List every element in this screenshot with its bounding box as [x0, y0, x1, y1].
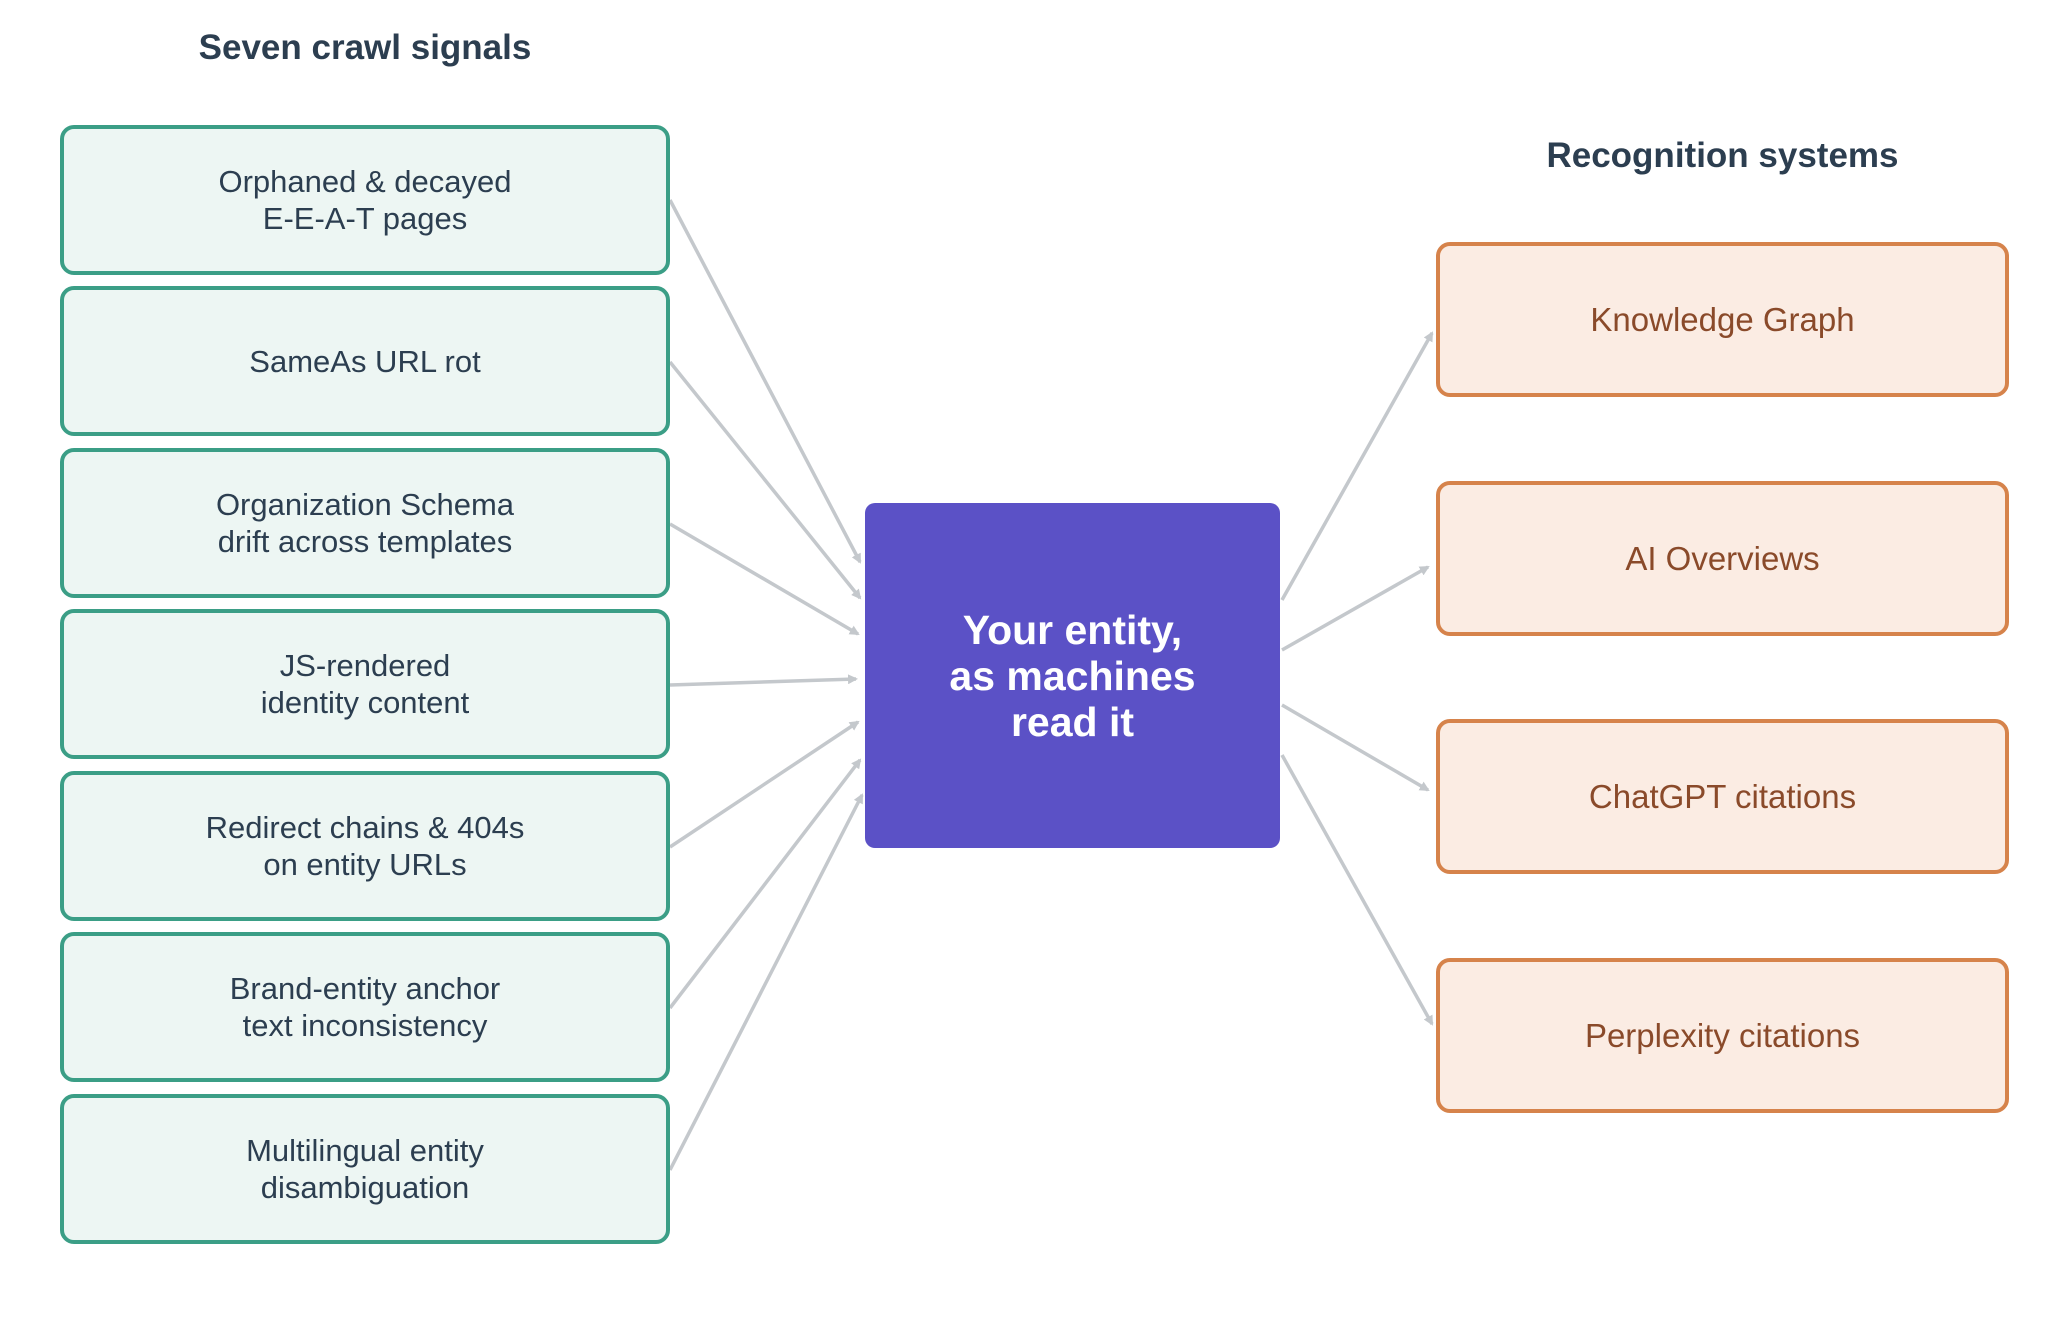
arrow-signal-7-to-entity — [668, 793, 864, 1171]
systems-heading: Recognition systems — [1546, 136, 1899, 175]
system-label: AI Overviews — [1625, 539, 1820, 577]
system-label: Knowledge Graph — [1590, 300, 1855, 338]
signal-box-anchor-text: Brand-entity anchor text inconsistency — [60, 932, 670, 1082]
signal-box-multilingual: Multilingual entity disambiguation — [60, 1094, 670, 1244]
arrow-entity-to-system-3 — [1281, 703, 1430, 792]
entity-center-box: Your entity, as machines read it — [865, 503, 1280, 848]
signal-box-schema-drift: Organization Schema drift across templat… — [60, 448, 670, 598]
signal-label: Brand-entity anchor text inconsistency — [229, 971, 501, 1043]
signal-label: Organization Schema drift across templat… — [215, 487, 515, 559]
system-box-chatgpt-citations: ChatGPT citations — [1436, 719, 2009, 874]
arrow-signal-5-to-entity — [669, 720, 860, 849]
entity-center-label: Your entity, as machines read it — [949, 606, 1196, 745]
signal-box-redirect-chains: Redirect chains & 404s on entity URLs — [60, 771, 670, 921]
system-box-perplexity-citations: Perplexity citations — [1436, 958, 2009, 1113]
arrow-entity-to-system-4 — [1280, 754, 1434, 1026]
signal-box-sameas-url-rot: SameAs URL rot — [60, 286, 670, 436]
system-box-ai-overviews: AI Overviews — [1436, 481, 2009, 636]
arrow-signal-1-to-entity — [668, 199, 862, 564]
signal-box-js-rendered: JS-rendered identity content — [60, 609, 670, 759]
signal-box-orphaned-pages: Orphaned & decayed E-E-A-T pages — [60, 125, 670, 275]
signals-heading: Seven crawl signals — [198, 28, 532, 67]
system-label: Perplexity citations — [1584, 1016, 1861, 1054]
signal-label: SameAs URL rot — [249, 343, 481, 379]
system-box-knowledge-graph: Knowledge Graph — [1436, 242, 2009, 397]
arrow-signal-2-to-entity — [668, 360, 862, 600]
signal-label: JS-rendered identity content — [260, 648, 470, 720]
arrow-entity-to-system-2 — [1281, 565, 1430, 652]
arrow-entity-to-system-1 — [1280, 331, 1434, 601]
signal-label: Orphaned & decayed E-E-A-T pages — [218, 164, 512, 236]
signal-label: Redirect chains & 404s on entity URLs — [205, 810, 525, 882]
arrow-signal-4-to-entity — [669, 674, 858, 687]
arrow-signal-6-to-entity — [668, 758, 862, 1010]
system-label: ChatGPT citations — [1588, 777, 1857, 815]
arrow-signal-3-to-entity — [669, 522, 860, 636]
signal-label: Multilingual entity disambiguation — [246, 1133, 484, 1205]
